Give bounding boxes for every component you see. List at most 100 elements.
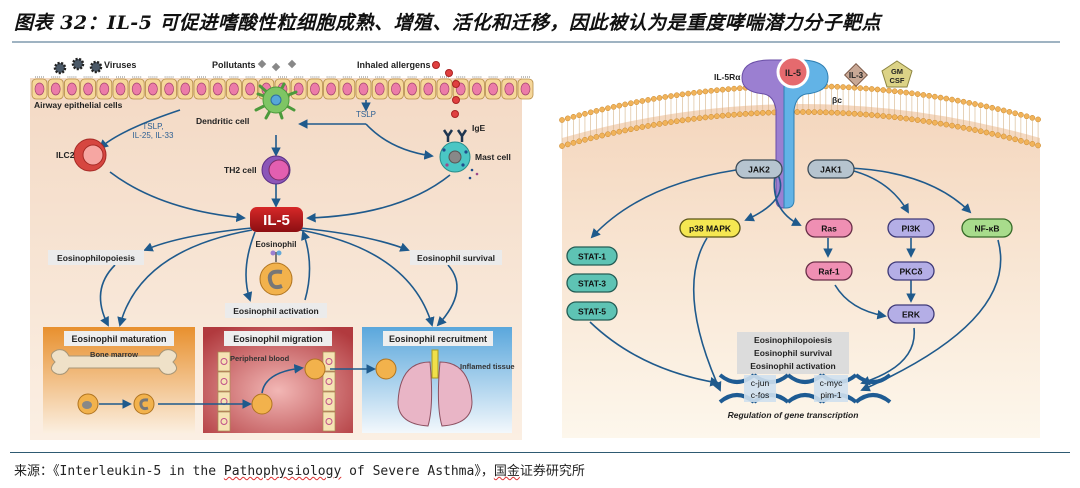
- lipid-head-icon: [983, 103, 990, 110]
- lipid-head-icon: [949, 96, 955, 103]
- node-nfkb-pill: [961, 218, 1013, 238]
- lipid-head-icon: [679, 91, 686, 98]
- lipid-head-icon: [834, 83, 841, 90]
- gene-pim-1: pim-1: [820, 390, 842, 400]
- lipid-head-icon: [897, 89, 904, 95]
- allergen-icon: [452, 80, 460, 88]
- epithelial-nucleus-icon: [245, 82, 255, 96]
- lipid-head-icon: [633, 99, 640, 105]
- left-panel: Viruses Pollutants Inhaled allergens Air…: [30, 57, 534, 440]
- footer-divider: [10, 452, 1070, 453]
- node-nfkb: NF-κB: [961, 218, 1013, 238]
- arrow-eosinophilopoiesis-down: [99, 264, 116, 327]
- epithelial-nucleus-icon: [34, 82, 45, 96]
- ilc2-label: ILC2: [56, 150, 75, 160]
- lipid-head-icon: [662, 120, 669, 126]
- pollutant-icons: [257, 59, 297, 72]
- lipid-head-icon: [943, 121, 950, 128]
- node-p38-pill: [679, 218, 741, 238]
- eosinophil-survival-label: Eosinophil survival: [417, 253, 495, 263]
- lipid-head-icon: [622, 101, 628, 108]
- pollutants-label: Pollutants: [212, 60, 256, 70]
- arrow-nfkb-to-dna: [860, 239, 1002, 392]
- virus-icon: [71, 57, 85, 71]
- lipid-head-icon: [559, 143, 565, 149]
- dendritic-cell-label: Dendritic cell: [196, 116, 249, 126]
- recruitment-title-box: [383, 331, 493, 346]
- lipid-head-icon: [645, 97, 651, 103]
- node-jak1: JAK1: [807, 159, 855, 179]
- vessel-cell-icon: [322, 391, 336, 412]
- cell-interior: [562, 104, 1040, 438]
- lipid-head-icon: [650, 96, 657, 102]
- epithelial-nucleus-icon: [131, 82, 142, 96]
- node-pkc: PKCδ: [887, 261, 935, 281]
- inflamed-tissue-label: Inflamed tissue: [460, 362, 515, 371]
- lipid-head-icon: [1018, 111, 1024, 118]
- node-ras-pill: [805, 218, 853, 238]
- lipid-head-icon: [949, 122, 955, 129]
- lipid-head-icon: [863, 111, 869, 118]
- lipid-head-icon: [954, 97, 961, 104]
- circulating-eosinophil-icon: [251, 393, 273, 415]
- lipid-head-icon: [977, 102, 984, 109]
- lipid-head-icon: [587, 135, 594, 142]
- vessel-cell-icon: [322, 351, 336, 372]
- epithelial-nucleus-icon: [342, 82, 353, 96]
- lipid-head-icon: [937, 94, 944, 101]
- lipid-head-icon: [742, 110, 749, 117]
- lipid-head-icon: [840, 110, 846, 116]
- lipid-head-icon: [868, 86, 875, 92]
- lipid-head-icon: [570, 139, 577, 146]
- lipid-head-icon: [920, 92, 927, 98]
- virus-icon: [53, 61, 67, 75]
- lipid-head-icon: [1029, 141, 1036, 147]
- lipid-head-icon: [725, 112, 732, 118]
- epithelial-nucleus-icon: [164, 82, 174, 96]
- transmigrating-eosinophil-icon: [304, 358, 326, 380]
- lipid-head-icon: [639, 124, 646, 130]
- lipid-head-icon: [593, 108, 600, 114]
- eosinophilopoiesis-box: [48, 250, 144, 265]
- lipid-head-icon: [794, 109, 801, 115]
- right-arrows: [589, 167, 1002, 392]
- airway-epithelium: [31, 76, 534, 100]
- allergen-icon: [452, 96, 460, 104]
- lipid-head-icon: [576, 112, 583, 119]
- lipid-head-icon: [1000, 133, 1007, 140]
- lipid-head-icon: [989, 104, 996, 111]
- lipid-head-icon: [914, 91, 921, 97]
- node-ras: Ras: [805, 218, 853, 238]
- ige-label: IgE: [472, 123, 486, 133]
- lipid-head-icon: [1012, 110, 1018, 117]
- lipid-head-icon: [903, 115, 910, 122]
- lipid-head-icon: [605, 131, 611, 138]
- lipid-head-icon: [725, 86, 732, 92]
- node-stat3-label: STAT-3: [578, 279, 606, 289]
- lipid-head-icon: [989, 130, 996, 137]
- lipid-head-icon: [880, 87, 887, 93]
- epithelial-nucleus-icon: [148, 82, 158, 96]
- ilc2-cytokines-label-1: TSLP,: [142, 122, 163, 131]
- allergens-label: Inhaled allergens: [357, 60, 431, 70]
- migration-title: Eosinophil migration: [233, 334, 323, 344]
- eosinophil-survival-box: [410, 250, 502, 265]
- lipid-head-icon: [765, 109, 772, 116]
- ilc2-nucleus-icon: [82, 144, 104, 166]
- eosinophilopoiesis-label: Eosinophilopoiesis: [57, 253, 135, 263]
- vessel-nucleus-icon: [220, 418, 228, 425]
- epithelial-nucleus-icon: [326, 82, 336, 96]
- lipid-head-icon: [696, 89, 703, 95]
- gm-csf-icon: [881, 60, 913, 88]
- vessel-wall-right: [322, 351, 336, 432]
- outcome-survival: Eosinophil survival: [754, 348, 832, 358]
- il5-box: [250, 207, 303, 232]
- source-middle: of Severe Asthma》，: [341, 464, 494, 479]
- eosinophil-activation-box: [225, 303, 327, 318]
- lipid-head-icon: [759, 110, 766, 116]
- arrow-p38-to-dna: [692, 237, 722, 392]
- lipid-head-icon: [874, 112, 881, 119]
- lipid-head-icon: [685, 90, 692, 97]
- node-erk-label: ERK: [902, 310, 921, 320]
- gene-c-jun: c-jun: [751, 378, 770, 388]
